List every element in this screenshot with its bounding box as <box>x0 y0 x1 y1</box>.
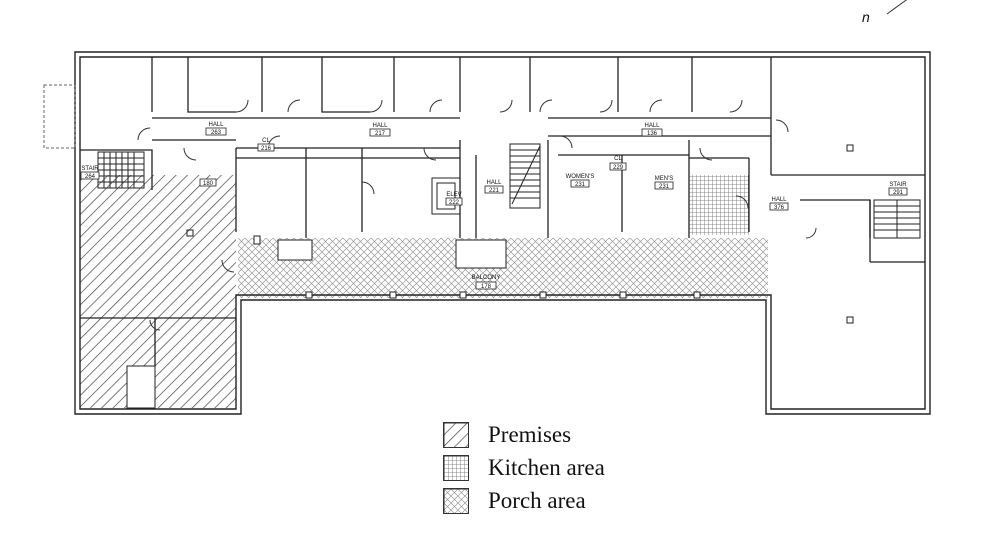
legend-item-porch: Porch area <box>443 484 605 517</box>
elev-222-number: 222 <box>449 200 460 206</box>
stair-center <box>509 143 541 209</box>
legend-label-premises: Premises <box>488 421 572 447</box>
exterior-annex <box>43 84 76 149</box>
hall-217-number: 217 <box>375 131 386 137</box>
hall-263-number: 263 <box>211 130 222 136</box>
legend-label-kitchen: Kitchen area <box>488 454 605 480</box>
north-arrow <box>886 0 908 15</box>
hall-136-name: HALL <box>644 123 660 129</box>
legend-label-porch: Porch area <box>488 487 586 513</box>
legend-item-premises: Premises <box>443 418 605 451</box>
stair-291-name: STAIR <box>889 182 907 188</box>
hall-221-name: HALL <box>486 180 502 186</box>
stair-264-name: STAIR <box>81 166 99 172</box>
closet-216-name: CL <box>262 138 270 144</box>
column-markers <box>186 144 854 324</box>
outer-walls <box>74 51 931 415</box>
balcony-number: 178 <box>481 284 492 290</box>
hall-376-name: HALL <box>771 197 787 203</box>
balcony-columns <box>253 235 701 299</box>
closet-216-number: 216 <box>261 146 272 152</box>
porch-swatch <box>443 487 469 514</box>
elevator-shaft <box>431 177 461 215</box>
legend: Premises Kitchen area Porch area <box>443 418 605 517</box>
closet-229-number: 229 <box>613 165 624 171</box>
premises-notch <box>126 365 156 409</box>
closet-229-name: CL <box>614 156 622 162</box>
hall-136-number: 136 <box>647 131 658 137</box>
womens-name: WOMEN'S <box>566 174 595 180</box>
balcony-name: BALCONY <box>472 275 501 281</box>
stair-right <box>873 199 921 239</box>
door-swings <box>137 99 817 331</box>
premises-area <box>80 175 236 408</box>
legend-item-kitchen: Kitchen area <box>443 451 605 484</box>
elev-222-name: ELEV <box>446 192 461 198</box>
hall-221-number: 221 <box>489 188 500 194</box>
womens-number: 231 <box>575 182 586 188</box>
north-label: n <box>862 9 870 25</box>
kitchen-area <box>689 175 749 235</box>
room-180-number: 180 <box>203 181 214 187</box>
stair-264-number: 264 <box>85 174 96 180</box>
stair-left <box>97 151 145 189</box>
room-labels: HALL 263 HALL 217 HALL 136 CL 216 CL 229… <box>80 122 908 290</box>
stair-291-number: 291 <box>893 190 904 196</box>
mens-name: MEN'S <box>655 176 673 182</box>
hall-263-name: HALL <box>208 122 224 128</box>
premises-swatch <box>443 421 469 448</box>
hall-217-name: HALL <box>372 123 388 129</box>
kitchen-swatch <box>443 454 469 481</box>
mens-number: 231 <box>659 184 670 190</box>
hall-376-number: 376 <box>774 205 785 211</box>
